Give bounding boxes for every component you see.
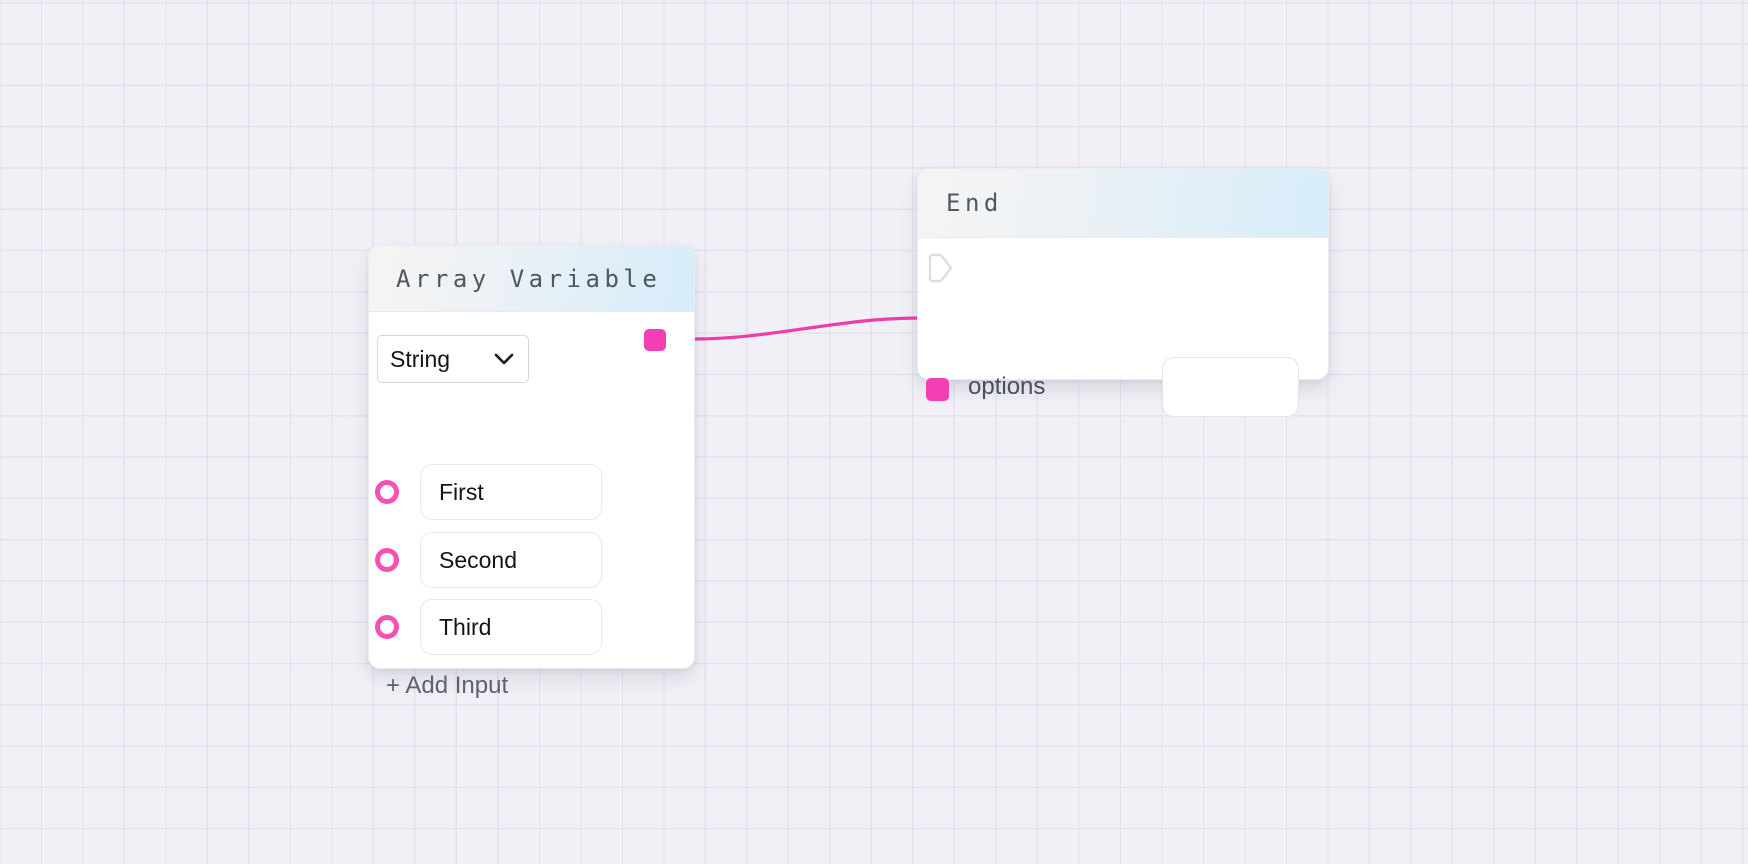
options-label: options — [968, 373, 1046, 400]
type-select[interactable]: String — [377, 335, 529, 383]
end-option-row: options — [918, 357, 1328, 417]
node-title: Array Variable — [396, 264, 662, 293]
connection-edge[interactable] — [692, 316, 922, 341]
node-title: End — [946, 189, 1003, 217]
array-input-row — [369, 532, 694, 588]
array-item-port-3[interactable] — [375, 615, 399, 639]
add-input-button[interactable]: + Add Input — [386, 672, 509, 699]
array-variable-node-header[interactable]: Array Variable — [369, 246, 694, 312]
options-input-port[interactable] — [926, 378, 949, 401]
array-item-input-3[interactable] — [420, 599, 602, 655]
node-array-variable[interactable]: Array Variable String + — [368, 245, 695, 699]
array-item-input-2[interactable] — [420, 532, 602, 588]
type-select-value: String — [390, 345, 451, 372]
array-item-input-1[interactable] — [420, 464, 602, 520]
array-output-port[interactable] — [644, 329, 666, 351]
array-item-port-2[interactable] — [375, 548, 399, 572]
array-input-row — [369, 464, 694, 520]
flow-port-icon[interactable] — [928, 252, 954, 284]
end-node-header[interactable]: End — [918, 169, 1328, 238]
chevron-down-icon — [494, 353, 514, 364]
options-value-input[interactable] — [1162, 357, 1299, 417]
array-input-row — [369, 599, 694, 655]
node-end[interactable]: End options — [917, 168, 1329, 417]
array-item-port-1[interactable] — [375, 480, 399, 504]
